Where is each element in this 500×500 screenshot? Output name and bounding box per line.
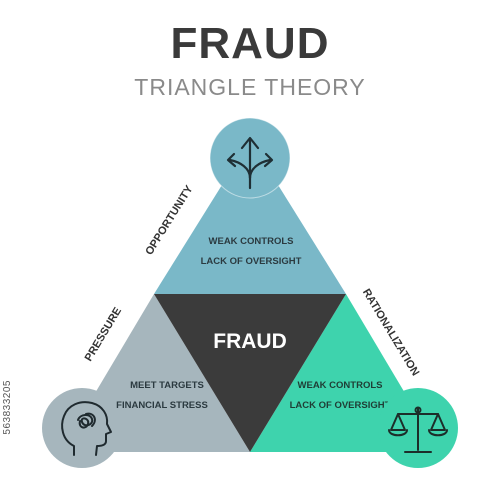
rationalization-line1: WEAK CONTROLS [298, 380, 383, 391]
rationalization-line2: LACK OF OVERSIGHT [290, 400, 391, 411]
opportunity-segment [154, 140, 346, 294]
fraud-center-segment [154, 294, 346, 452]
page-title: FRAUD [170, 19, 330, 68]
page-subtitle: TRIANGLE THEORY [134, 74, 366, 100]
pressure-line1: MEET TARGETS [130, 380, 204, 391]
stressed-head-icon [42, 388, 122, 468]
stock-id: 563833205 [2, 380, 13, 435]
crossroads-arrows-icon [209, 117, 291, 199]
balance-scale-icon [378, 388, 458, 468]
center-label: FRAUD [213, 330, 287, 353]
pressure-line2: FINANCIAL STRESS [116, 400, 208, 411]
opportunity-line1: WEAK CONTROLS [209, 236, 294, 247]
opportunity-line2: LACK OF OVERSIGHT [201, 256, 302, 267]
